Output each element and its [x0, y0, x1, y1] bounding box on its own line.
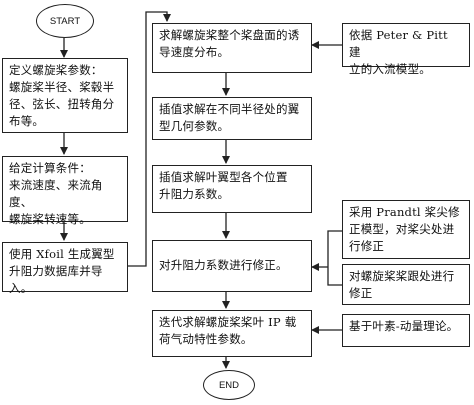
end-terminal: END	[203, 370, 255, 400]
note-root-correction: 对螺旋桨桨跟处进行 修正	[342, 264, 470, 305]
step-iterative-solution: 迭代求解螺旋桨桨叶 IP 载 荷气动特性参数。	[152, 310, 312, 357]
start-terminal: START	[36, 4, 94, 38]
step-define-propeller-params: 定义螺旋桨参数： 螺旋桨半径、桨毂半 径、弦长、扭转角分 布等。	[2, 58, 128, 133]
note-prandtl-tip-correction: 采用 Prandtl 桨尖修 正模型，对桨尖处进 行修正	[342, 200, 470, 259]
step-calculation-conditions: 给定计算条件： 来流速度、来流角度、 螺旋桨转速等。	[2, 156, 128, 226]
step-xfoil-database: 使用 Xfoil 生成翼型 升阻力数据库并导 入。	[2, 242, 128, 295]
step-airfoil-geometry: 插值求解在不同半径处的翼 型几何参数。	[152, 97, 312, 140]
step-coefficient-correction: 对升阻力系数进行修正。	[152, 240, 312, 292]
step-lift-drag-coefficients: 插值求解叶翼型各个位置 升阻力系数。	[152, 165, 312, 213]
line-tip-correction	[327, 230, 342, 267]
note-peter-pitt-inflow: 依据 Peter & Pitt 建 立的入流模型。	[342, 23, 470, 76]
line-root-correction	[327, 267, 342, 286]
arrow-xfoil-to-induced	[128, 11, 171, 267]
note-blade-element-momentum: 基于叶素-动量理论。	[342, 314, 470, 347]
step-induced-velocity: 求解螺旋桨整个桨盘面的诱 导速度分布。	[152, 23, 312, 73]
